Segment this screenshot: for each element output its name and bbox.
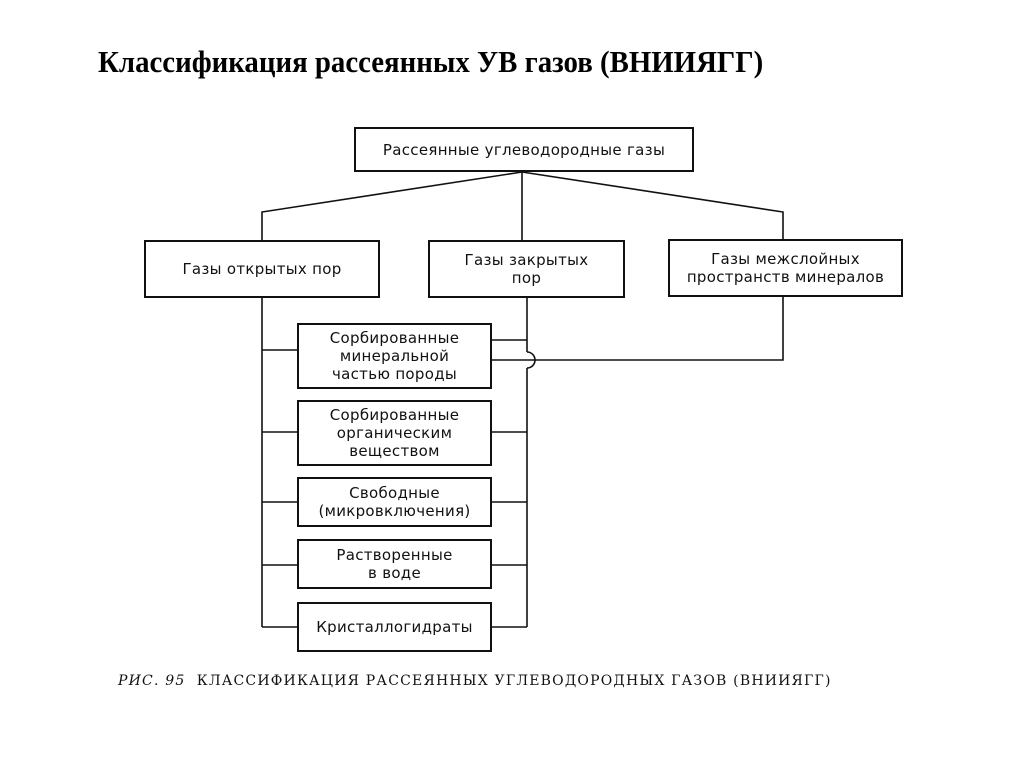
category-label: Газы открытых пор	[182, 260, 342, 278]
form-sorbed-organic: Сорбированные органическим веществом	[297, 400, 492, 466]
connector-root-open	[261, 171, 523, 240]
category-label: Газы закрытых пор	[464, 251, 589, 287]
root-node: Рассеянные углеводородные газы	[354, 127, 694, 172]
category-closed-pores: Газы закрытых пор	[428, 240, 625, 298]
category-interlayer: Газы межслойных пространств минералов	[668, 239, 903, 297]
category-label: Газы межслойных пространств минералов	[686, 250, 885, 286]
form-crystal-hydrates: Кристаллогидраты	[297, 602, 492, 652]
form-dissolved-in-water: Растворенные в воде	[297, 539, 492, 589]
figure-number: РИС. 95	[118, 673, 186, 689]
figure-caption-text: КЛАССИФИКАЦИЯ РАССЕЯННЫХ УГЛЕВОДОРОДНЫХ …	[196, 673, 832, 689]
form-sorbed-mineral: Сорбированные минеральной частью породы	[297, 323, 492, 389]
form-free-microinclusions: Свободные (микровключения)	[297, 477, 492, 527]
form-label: Сорбированные минеральной частью породы	[329, 329, 460, 383]
form-label: Сорбированные органическим веществом	[329, 406, 460, 460]
slide-title: Классификация рассеянных УВ газов (ВНИИЯ…	[98, 44, 764, 79]
connector-interlayer-mineral	[491, 297, 784, 361]
root-node-label: Рассеянные углеводородные газы	[382, 140, 666, 159]
form-label: Свободные (микровключения)	[318, 484, 471, 520]
figure-caption: РИС. 95 КЛАССИФИКАЦИЯ РАССЕЯННЫХ УГЛЕВОД…	[118, 673, 832, 689]
form-label: Кристаллогидраты	[316, 618, 473, 636]
category-open-pores: Газы открытых пор	[144, 240, 380, 298]
form-label: Растворенные в воде	[336, 546, 453, 582]
connector-root-interlayer	[521, 171, 784, 240]
